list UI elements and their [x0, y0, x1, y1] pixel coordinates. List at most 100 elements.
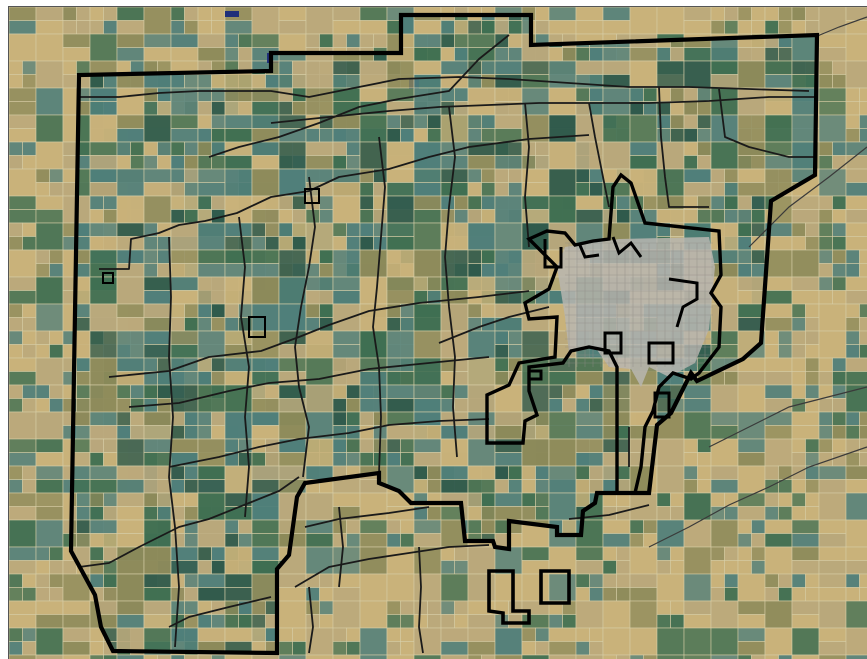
- field-parcel: [77, 358, 91, 372]
- field-parcel: [509, 345, 523, 359]
- field-parcel: [603, 61, 630, 75]
- field-parcel: [401, 439, 415, 453]
- field-parcel: [792, 412, 819, 426]
- field-parcel: [738, 574, 765, 601]
- field-parcel: [36, 601, 63, 615]
- field-parcel: [846, 466, 867, 480]
- field-parcel: [846, 480, 867, 494]
- field-parcel: [522, 574, 549, 601]
- field-parcel: [765, 277, 792, 291]
- field-parcel: [725, 561, 739, 575]
- field-parcel: [725, 507, 739, 521]
- field-parcel: [833, 237, 847, 251]
- field-parcel: [779, 466, 793, 480]
- field-parcel: [833, 75, 847, 89]
- field-parcel: [185, 601, 199, 615]
- field-parcel: [846, 277, 867, 291]
- field-parcel: [279, 372, 306, 386]
- field-parcel: [9, 574, 23, 588]
- field-parcel: [90, 115, 117, 142]
- field-parcel: [212, 304, 226, 318]
- field-parcel: [806, 385, 820, 399]
- field-parcel: [387, 169, 414, 183]
- field-parcel: [360, 426, 374, 440]
- field-parcel: [509, 48, 523, 62]
- field-parcel: [792, 331, 806, 345]
- field-parcel: [144, 264, 158, 278]
- field-parcel: [252, 34, 279, 48]
- field-parcel: [576, 480, 590, 494]
- field-parcel: [401, 615, 415, 629]
- field-parcel: [482, 655, 496, 659]
- field-parcel: [333, 34, 347, 48]
- field-parcel: [333, 385, 347, 399]
- field-parcel: [711, 547, 725, 561]
- field-parcel: [765, 439, 792, 466]
- field-parcel: [495, 115, 522, 129]
- field-parcel: [185, 466, 199, 480]
- field-parcel: [468, 21, 482, 35]
- field-parcel: [185, 75, 199, 89]
- field-parcel: [387, 102, 414, 116]
- field-parcel: [252, 358, 279, 372]
- field-parcel: [414, 466, 428, 480]
- field-parcel: [279, 358, 306, 372]
- field-parcel: [387, 183, 414, 197]
- field-parcel: [50, 547, 64, 561]
- field-parcel: [671, 547, 685, 561]
- field-parcel: [684, 129, 698, 143]
- field-parcel: [833, 291, 847, 305]
- field-parcel: [441, 277, 468, 291]
- field-parcel: [711, 412, 738, 426]
- field-parcel: [630, 534, 644, 548]
- field-parcel: [833, 210, 847, 224]
- field-parcel: [468, 615, 495, 629]
- field-parcel: [738, 61, 765, 88]
- field-parcel: [576, 169, 590, 183]
- field-parcel: [387, 574, 414, 601]
- field-parcel: [468, 480, 495, 494]
- field-parcel: [50, 345, 64, 359]
- field-parcel: [212, 547, 226, 561]
- field-parcel: [144, 615, 171, 629]
- field-parcel: [198, 88, 212, 102]
- field-parcel: [549, 615, 563, 629]
- field-parcel: [171, 142, 185, 156]
- field-parcel: [495, 453, 522, 467]
- field-parcel: [36, 21, 63, 35]
- field-parcel: [23, 574, 37, 588]
- field-parcel: [225, 223, 252, 237]
- field-parcel: [819, 412, 833, 426]
- field-parcel: [792, 358, 806, 372]
- field-parcel: [806, 331, 820, 345]
- field-parcel: [441, 615, 455, 629]
- aerial-map[interactable]: [8, 6, 867, 659]
- field-parcel: [90, 493, 104, 507]
- field-parcel: [9, 655, 36, 659]
- field-parcel: [117, 129, 144, 143]
- field-parcel: [779, 493, 793, 507]
- field-parcel: [792, 601, 819, 615]
- field-parcel: [590, 183, 604, 197]
- field-parcel: [495, 21, 509, 35]
- field-parcel: [603, 655, 617, 659]
- field-parcel: [171, 561, 198, 575]
- field-parcel: [252, 277, 279, 304]
- field-parcel: [252, 453, 266, 467]
- field-parcel: [212, 88, 226, 102]
- field-parcel: [846, 183, 867, 197]
- field-parcel: [279, 210, 293, 224]
- field-parcel: [711, 264, 738, 278]
- field-parcel: [522, 277, 536, 291]
- field-parcel: [414, 534, 441, 548]
- field-parcel: [239, 453, 253, 467]
- field-parcel: [158, 264, 172, 278]
- field-parcel: [387, 223, 414, 237]
- map-canvas[interactable]: [9, 7, 867, 659]
- field-parcel: [212, 372, 226, 386]
- field-parcel: [171, 129, 198, 143]
- field-parcel: [819, 250, 833, 264]
- field-parcel: [414, 385, 441, 399]
- field-parcel: [846, 385, 867, 412]
- field-parcel: [441, 34, 455, 48]
